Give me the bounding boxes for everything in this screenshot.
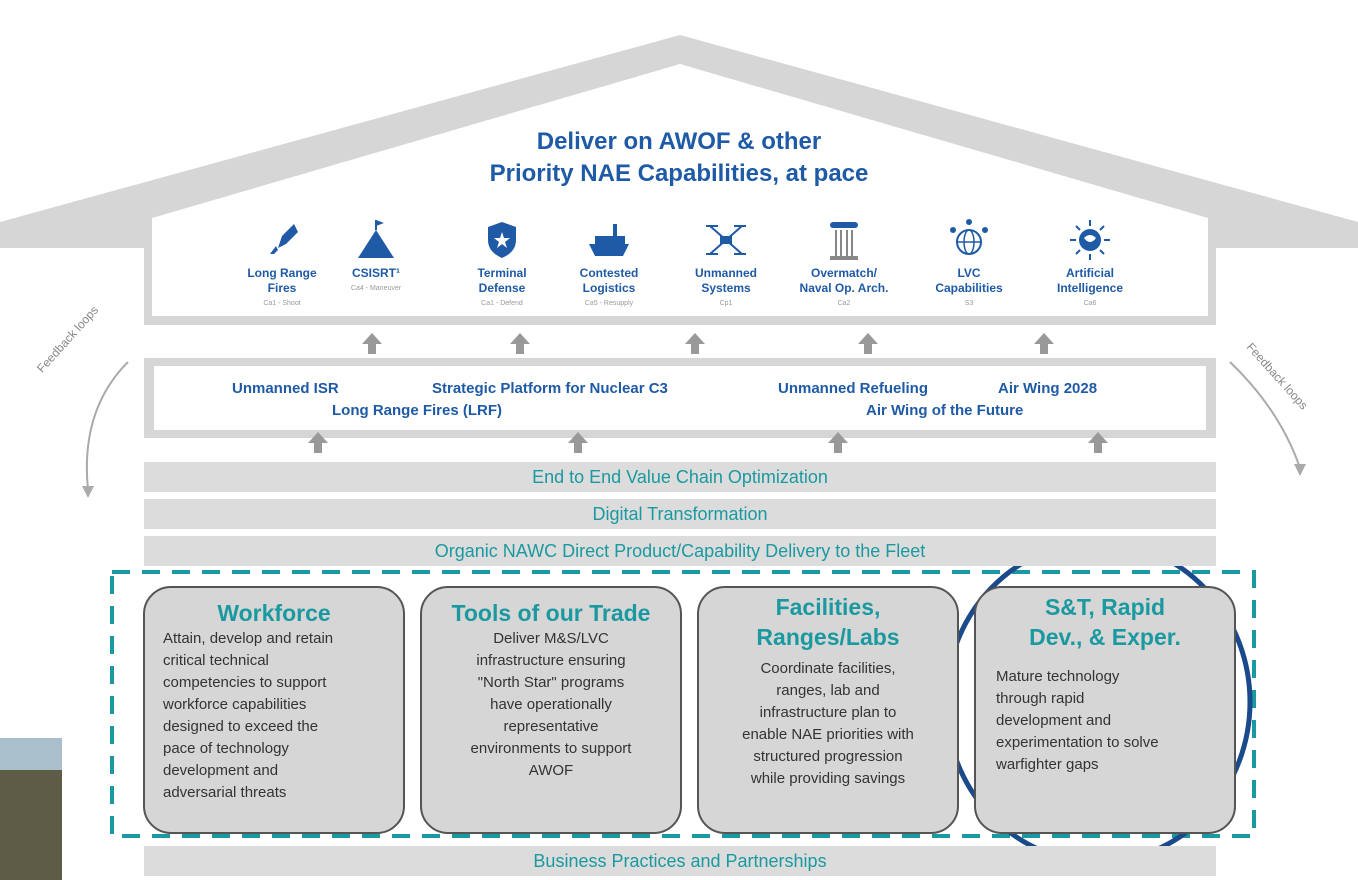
program-spnc3: Strategic Platform for Nuclear C3 [432, 380, 668, 397]
pillar-icon [830, 222, 858, 260]
rocket-icon [270, 224, 298, 254]
drone-icon [706, 225, 746, 255]
cap-label1: Long Range [247, 266, 317, 280]
pillar-tools-of-our-trade: Tools of our Trade Deliver M&S/LVC infra… [420, 586, 682, 834]
cap-sub: Ca4 - Maneuver [350, 285, 402, 292]
pillar-line: structured progression [753, 748, 903, 765]
pillar-line: workforce capabilities [163, 696, 307, 713]
cap-label2: Capabilities [935, 281, 1003, 295]
capability-csisrt: CSISRT¹ Ca4 - Maneuver [316, 218, 436, 293]
pillar-title: Facilities, [775, 594, 881, 620]
pillar-line: Coordinate facilities, [760, 660, 896, 677]
cap-label2: Fires [267, 281, 297, 295]
pillar-line: infrastructure plan to [759, 704, 897, 721]
pillar-line: development and [996, 712, 1112, 729]
pillar-line: representative [503, 718, 599, 735]
pillar-line: critical technical [163, 652, 269, 669]
pillar-title-line2: Ranges/Labs [756, 624, 900, 650]
cap-sub: Ca5 - Resupply [584, 300, 634, 307]
pillar-line: while providing savings [750, 770, 906, 787]
cap-sub: Ca1 - Defend [481, 300, 523, 307]
cap-sub: Cp1 [719, 300, 733, 307]
cap-label1: CSISRT¹ [352, 266, 400, 280]
pillar-line: development and [163, 762, 279, 779]
pillar-line: Deliver M&S/LVC [493, 630, 609, 647]
pillar-line: Mature technology [996, 668, 1120, 685]
cap-sub: S3 [964, 300, 974, 307]
pillar-line: through rapid [996, 690, 1085, 707]
cap-label1: Terminal [477, 266, 527, 280]
cap-sub: Ca6 [1083, 300, 1097, 307]
roof-title-line1: Deliver on AWOF & other [536, 128, 822, 155]
pillar-line: "North Star" programs [477, 674, 625, 691]
pillar-line: environments to support [470, 740, 632, 757]
program-unmanned-isr: Unmanned ISR [232, 380, 339, 397]
pillar-line: pace of technology [163, 740, 289, 757]
pillar-st-rapid-dev: S&T, Rapid Dev., & Exper. Mature technol… [974, 586, 1236, 834]
pillar-title: S&T, Rapid [1044, 594, 1166, 620]
cap-label1: Unmanned [694, 266, 757, 280]
pillar-line: Attain, develop and retain [163, 630, 334, 647]
bar-organic-delivery: Organic NAWC Direct Product/Capability D… [144, 536, 1216, 566]
program-air-wing-2028: Air Wing 2028 [998, 380, 1098, 397]
program-unmanned-refueling: Unmanned Refueling [778, 380, 929, 397]
cap-label2: Systems [701, 281, 751, 295]
cap-label2: Intelligence [1056, 281, 1124, 295]
bar-value-chain: End to End Value Chain Optimization [144, 462, 1216, 492]
bar-digital-transformation: Digital Transformation [144, 499, 1216, 529]
pillar-line: adversarial threats [163, 784, 287, 801]
feedback-arrow-left [85, 361, 129, 491]
pillar-workforce: Workforce Attain, develop and retain cri… [143, 586, 405, 834]
roof-title-line2: Priority NAE Capabilities, at pace [489, 160, 869, 187]
pillar-line: experimentation to solve [996, 734, 1159, 751]
program-air-wing-future: Air Wing of the Future [866, 402, 1024, 419]
up-arrows-bottom [308, 432, 1108, 453]
cap-label2: Naval Op. Arch. [799, 281, 889, 295]
shield-icon [488, 222, 516, 258]
cap-label1: LVC [957, 266, 981, 280]
pillar-line: competencies to support [163, 674, 327, 691]
program-lrf: Long Range Fires (LRF) [332, 402, 502, 419]
globe-network-icon [950, 219, 988, 255]
cap-sub: Ca1 - Shoot [263, 300, 301, 307]
roof-inner [152, 64, 1208, 316]
cap-label2: Logistics [582, 281, 636, 295]
pillar-title-line2: Dev., & Exper. [1029, 624, 1181, 650]
pillar-line: enable NAE priorities with [742, 726, 914, 743]
mountain-flag-icon [358, 220, 394, 258]
cap-label1: Contested [579, 266, 639, 280]
ship-icon [589, 224, 629, 256]
pillar-line: have operationally [490, 696, 612, 713]
pillar-facilities: Facilities, Ranges/Labs Coordinate facil… [697, 586, 959, 834]
cap-label1: Overmatch/ [810, 266, 878, 280]
dashed-container [110, 570, 1256, 838]
cap-label1: Artificial [1065, 266, 1114, 280]
pillar-line: infrastructure ensuring [476, 652, 626, 669]
capability-overmatch: Overmatch/Naval Op. Arch. Ca2 [784, 218, 904, 308]
pillar-line: designed to exceed the [163, 718, 319, 735]
cap-label2: Defense [478, 281, 526, 295]
roof-title: Deliver on AWOF & other Priority NAE Cap… [0, 126, 1358, 190]
pillar-title: Tools of our Trade [451, 600, 651, 626]
ai-brain-icon [1070, 220, 1110, 260]
pillar-line: warfighter gaps [996, 756, 1099, 773]
feedback-arrow-right [1229, 361, 1301, 469]
pillar-line: AWOF [528, 762, 574, 779]
cap-sub: Ca2 [837, 300, 851, 307]
pillar-title: Workforce [217, 600, 331, 626]
up-arrows-top [362, 333, 1054, 354]
pillar-line: ranges, lab and [776, 682, 880, 699]
bar-business-practices: Business Practices and Partnerships [144, 846, 1216, 876]
